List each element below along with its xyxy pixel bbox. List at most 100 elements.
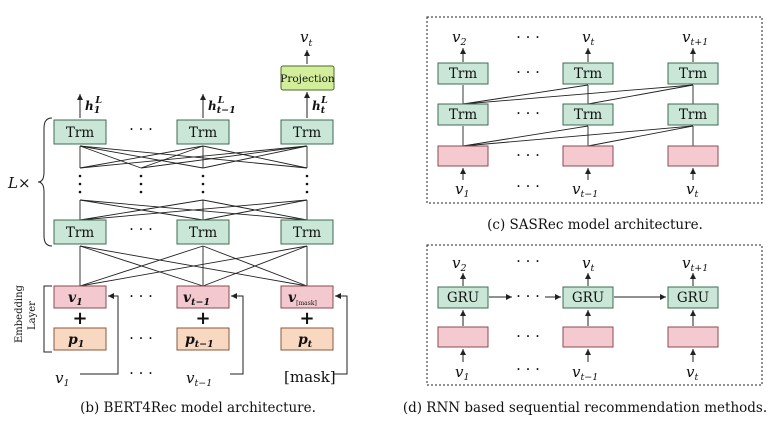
trm-bottom-3 (280, 219, 334, 245)
gru-box-3 (667, 286, 719, 309)
bert-vertical-dots (78, 174, 309, 194)
gru-box-1 (437, 286, 489, 309)
sasrec-caption: (c) SASRec model architecture. (487, 217, 703, 233)
emb-box-3-label: v[mask] (288, 290, 317, 307)
bert-input-3: [mask] (284, 368, 336, 386)
sas-out-1: v2 (452, 28, 467, 48)
projection-label: Projection (280, 73, 335, 85)
trm-bottom-2 (176, 219, 230, 245)
pos-dots: · · · (129, 329, 153, 347)
sas-trm-top-3-label: Trm (679, 66, 707, 82)
rnn-emb-2 (562, 326, 614, 348)
rnn-out-2: vt (582, 254, 594, 274)
gru-box-2 (562, 286, 614, 309)
sas-row1-dots: · · · (516, 63, 540, 81)
embedding-bracket (43, 285, 52, 353)
trm-top-1 (53, 119, 107, 145)
sasrec-diagram: v2 vt vt+1 · · · Trm Trm Trm · · · Trm T… (426, 16, 763, 233)
sas-emb-1 (437, 145, 489, 167)
pos-box-1-label: p1 (68, 332, 84, 350)
layer-count-label: L× (7, 174, 31, 192)
h2-label: ht−1L (208, 95, 236, 116)
sas-emb-3 (667, 145, 719, 167)
sas-emb-2 (562, 145, 614, 167)
trm-top-2 (176, 119, 230, 145)
emb-box-2-label: vt−1 (183, 290, 210, 308)
sas-in-dots: · · · (516, 177, 540, 195)
sas-in-3: vt (686, 180, 698, 200)
trm-bottom-1 (53, 219, 107, 245)
sas-upper-edges (462, 84, 694, 105)
sas-trm-mid-1-label: Trm (449, 107, 477, 123)
trm-top-2-label: Trm (189, 125, 217, 141)
layer-brace (37, 117, 53, 247)
rnn-out-1: v2 (452, 254, 467, 274)
sas-out-dots: · · · (516, 28, 540, 46)
plus-3: + (299, 308, 314, 329)
trm-bottom-3-label: Trm (293, 225, 321, 241)
sas-trm-mid-3 (667, 103, 719, 126)
emb-dots: · · · (129, 287, 153, 305)
sas-in-1: v1 (455, 180, 470, 200)
sas-lower-edges (462, 125, 694, 147)
sasrec-frame (426, 16, 763, 204)
gru-box-1-label: GRU (447, 290, 479, 306)
pos-box-1 (53, 327, 107, 351)
gru-box-3-label: GRU (677, 290, 709, 306)
trm-top-dots: · · · (129, 120, 153, 138)
sas-trm-mid-1 (437, 103, 489, 126)
rnn-emb-3 (667, 326, 719, 348)
trm-bottom-2-label: Trm (189, 225, 217, 241)
bert-input-2: vt−1 (186, 369, 212, 389)
embedding-label-1: Embedding (14, 284, 25, 343)
sas-emb-dots: · · · (516, 146, 540, 164)
rnn-diagram: v2 · · · vt vt+1 GRU GRU GRU · · · · · ·… (403, 244, 767, 416)
rnn-emb-dots: · · · (516, 327, 540, 345)
h3-label: htL (312, 95, 328, 116)
bert-lower-edges (79, 245, 308, 287)
gru-dots: · · · (516, 287, 540, 305)
emb-box-1-label: v1 (68, 290, 83, 308)
sas-row2-dots: · · · (516, 104, 540, 122)
sas-trm-top-1 (437, 62, 489, 85)
bert-input-3-route (334, 293, 348, 375)
trm-bottom-1-label: Trm (66, 225, 94, 241)
rnn-in-dots: · · · (516, 360, 540, 378)
pos-box-3-label: pt (298, 332, 313, 350)
emb-box-2 (176, 285, 230, 309)
sas-trm-mid-3-label: Trm (679, 107, 707, 123)
trm-top-3-label: Trm (293, 125, 321, 141)
rnn-in-1: v1 (455, 363, 470, 383)
rnn-emb-1 (437, 326, 489, 348)
bert-input-1: v1 (55, 369, 70, 389)
emb-box-3 (280, 285, 334, 309)
rnn-in-3: vt (686, 363, 698, 383)
bert-upper-edges (79, 145, 308, 169)
sas-trm-mid-2-label: Trm (574, 107, 602, 123)
gru-box-2-label: GRU (572, 290, 604, 306)
bert4rec-diagram: vt Projection h1L ht−1L htL Trm Trm Trm … (7, 28, 348, 416)
rnn-out-dots: · · · (516, 252, 540, 270)
rnn-in-2: vt−1 (572, 363, 598, 383)
rnn-caption: (d) RNN based sequential recommendation … (403, 400, 767, 416)
bert-input-1-route (80, 293, 119, 375)
emb-box-1 (53, 285, 107, 309)
sas-trm-top-1-label: Trm (449, 66, 477, 82)
rnn-out-3: vt+1 (682, 254, 708, 274)
bert-caption: (b) BERT4Rec model architecture. (80, 400, 316, 416)
sas-trm-top-2-label: Trm (574, 66, 602, 82)
pos-box-2-label: pt−1 (185, 332, 214, 350)
sas-trm-top-3 (667, 62, 719, 85)
projection-box (280, 65, 335, 91)
bert-middle-edges (79, 199, 308, 221)
sas-out-3: vt+1 (682, 28, 708, 48)
sas-out-2: vt (582, 28, 594, 48)
embedding-label-2: Layer (27, 301, 38, 330)
pos-box-3 (280, 327, 334, 351)
trm-bottom-dots: · · · (129, 220, 153, 238)
bert-input-2-route (230, 293, 244, 375)
sas-trm-mid-2 (562, 103, 614, 126)
pos-box-2 (176, 327, 230, 351)
sas-in-2: vt−1 (572, 180, 598, 200)
